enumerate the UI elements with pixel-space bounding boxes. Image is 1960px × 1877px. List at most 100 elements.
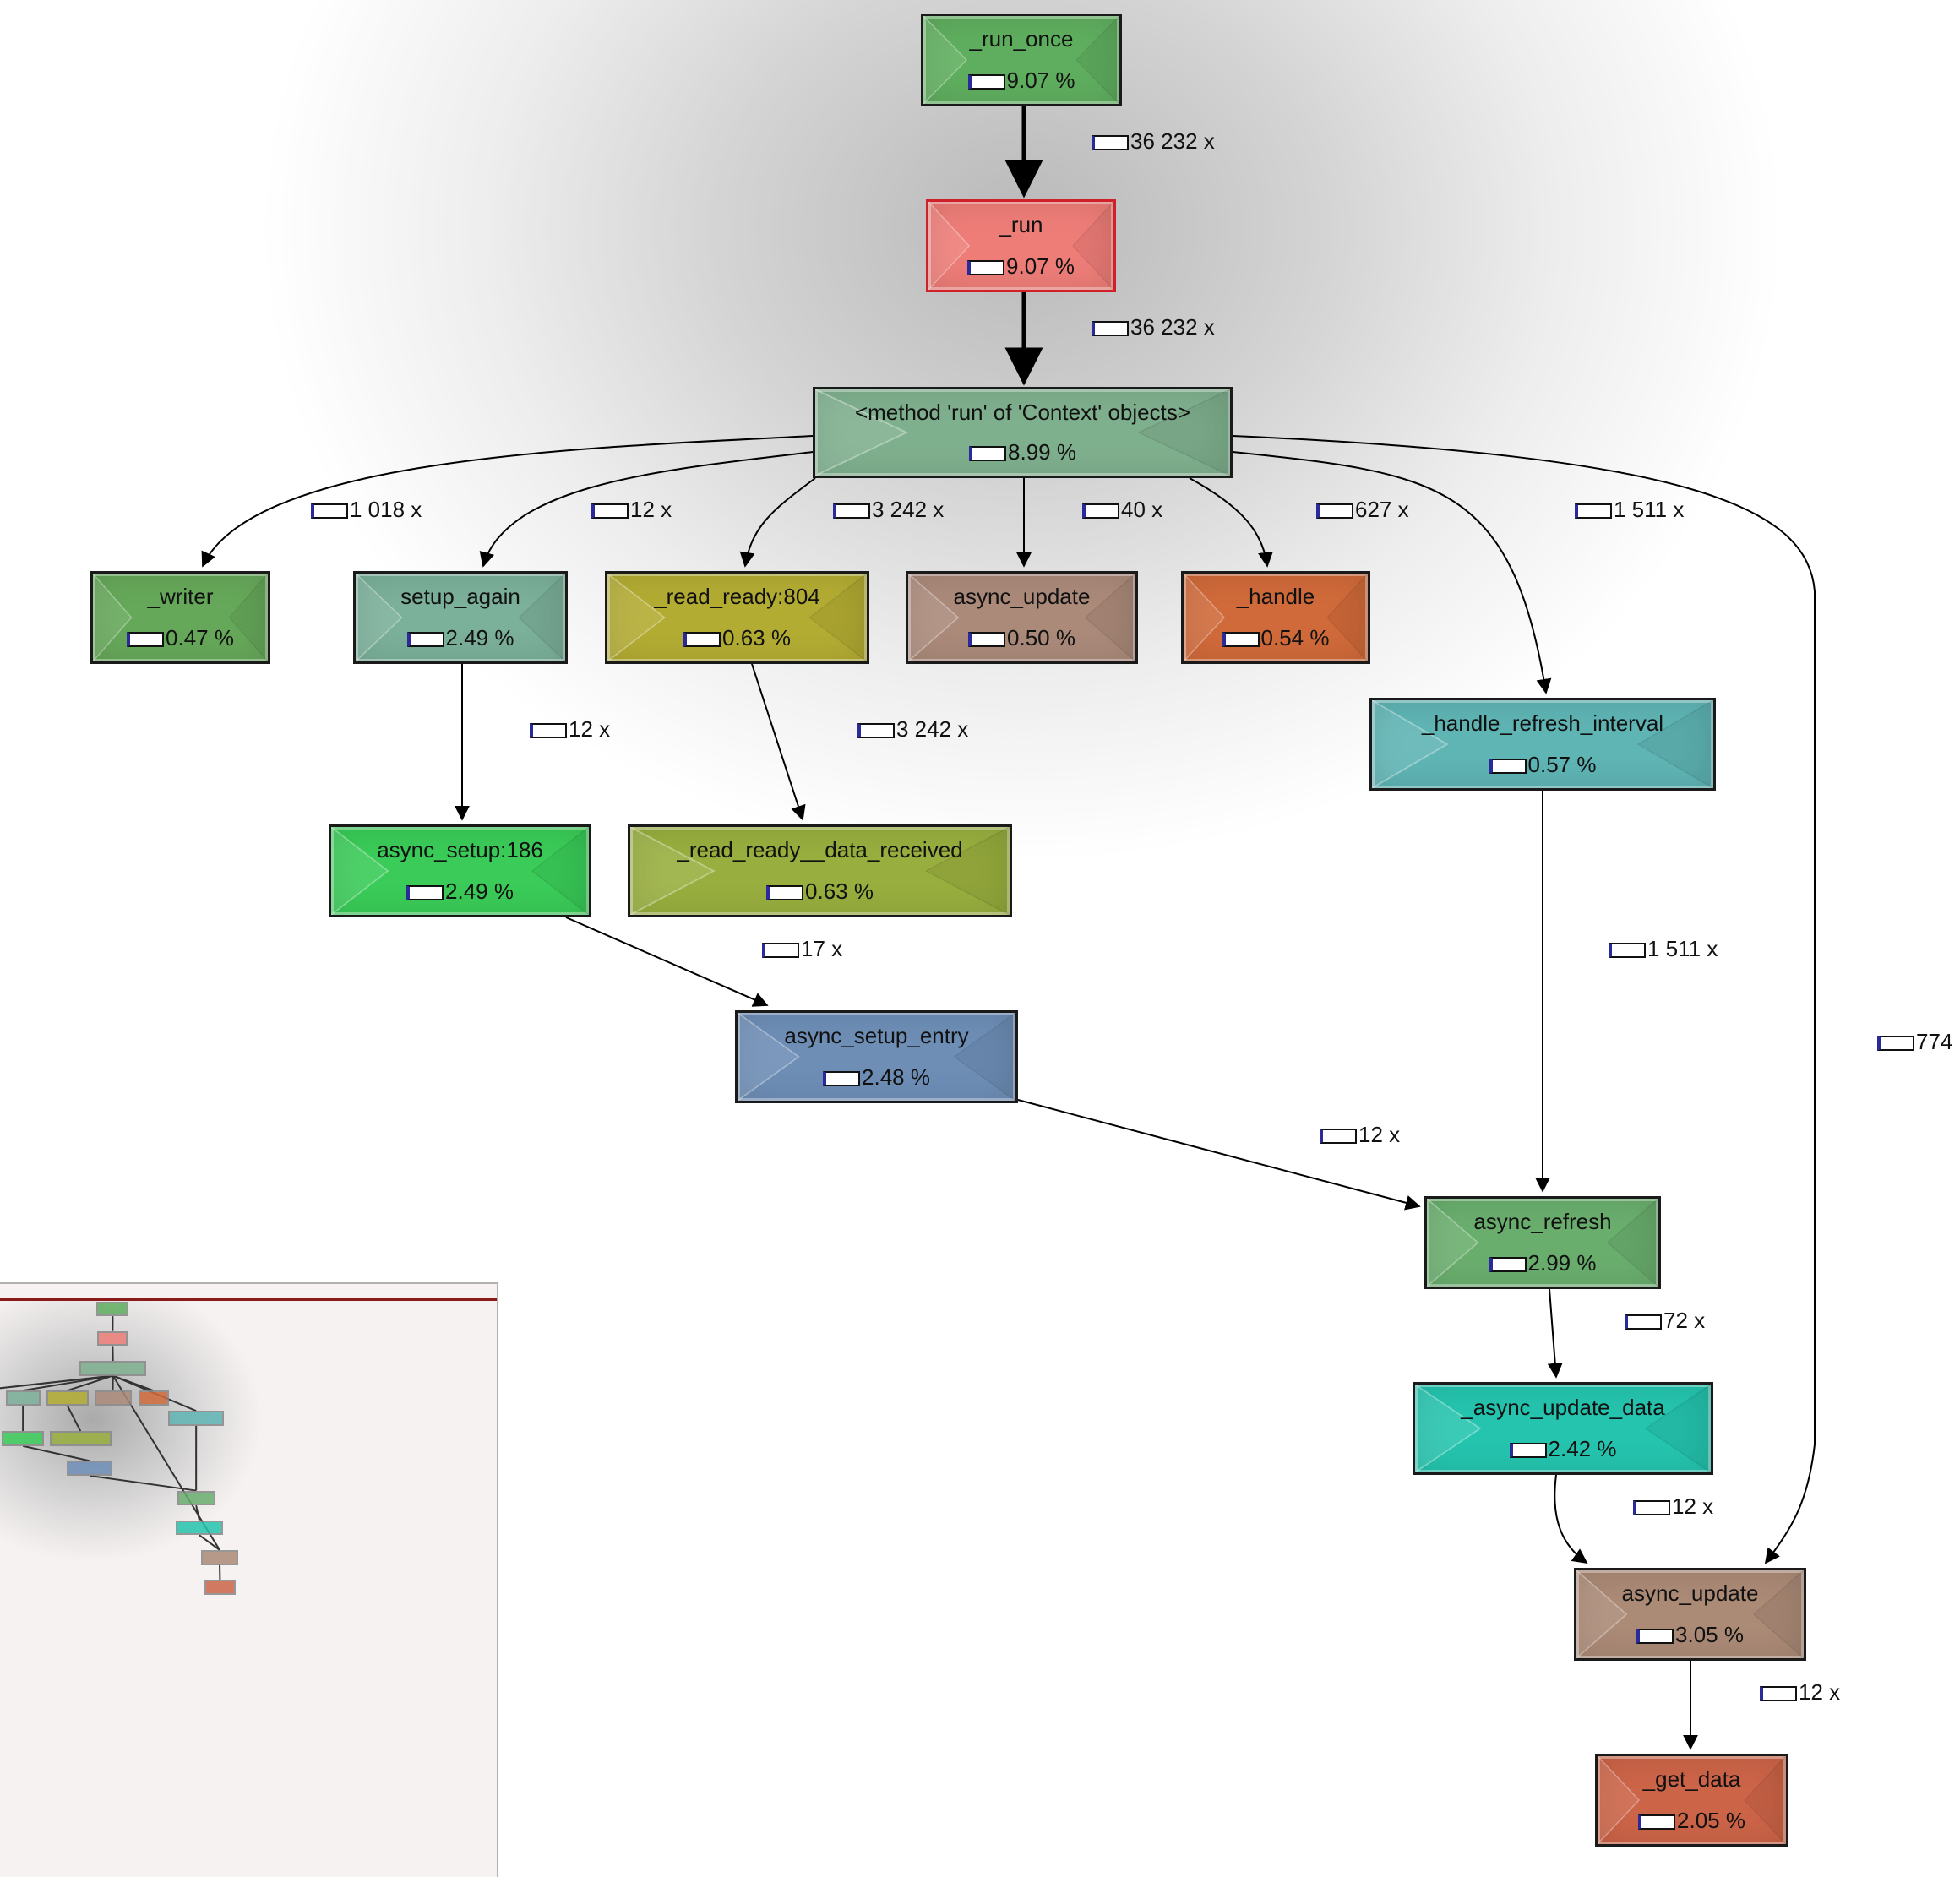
node-name: _handle — [1236, 584, 1315, 609]
edge-call-count: 12 x — [1760, 1679, 1840, 1706]
node-percent: 2.49 % — [331, 879, 589, 905]
node-async-setup-entry[interactable]: async_setup_entry 2.48 % — [735, 1010, 1018, 1103]
node-name: _writer — [147, 584, 214, 609]
node-setup-again[interactable]: setup_again 2.49 % — [353, 571, 568, 664]
minimap-node — [204, 1580, 236, 1595]
call-bar-icon — [762, 943, 799, 958]
edge-call-count: 3 242 x — [858, 716, 968, 743]
node-async-setup[interactable]: async_setup:186 2.49 % — [329, 824, 591, 917]
minimap-edges — [0, 1316, 221, 1580]
minimap-node — [97, 1330, 128, 1347]
node-writer[interactable]: _writer 0.47 % — [90, 571, 270, 664]
edge-call-count: 3 242 x — [833, 497, 944, 523]
edge-ctx-to-writer — [201, 435, 814, 568]
node-run[interactable]: _run 9.07 % — [926, 199, 1116, 292]
node-percent-value: 2.49 % — [445, 879, 514, 904]
minimap-edge — [67, 1374, 113, 1392]
node-name: <method 'run' of 'Context' objects> — [854, 400, 1191, 425]
minimap-node — [201, 1549, 239, 1565]
node-percent: 0.63 % — [607, 625, 867, 651]
node-chevron-shape — [1372, 700, 1713, 788]
node-percent: 2.05 % — [1598, 1808, 1786, 1834]
edge-call-count-value: 40 x — [1121, 497, 1163, 522]
node-name: async_update — [953, 584, 1091, 609]
minimap[interactable] — [0, 1282, 498, 1877]
minimap-edge — [89, 1474, 197, 1492]
node-chevron-shape — [928, 202, 1113, 290]
percent-bar-icon — [1638, 1814, 1676, 1830]
edge-call-count-value: 12 x — [630, 497, 672, 522]
percent-bar-icon — [1222, 632, 1260, 647]
edge-call-count-value: 12 x — [1672, 1493, 1714, 1519]
node-name: _run — [999, 212, 1043, 237]
edge-call-count-value: 72 x — [1663, 1308, 1706, 1333]
node-percent: 3.05 % — [1576, 1622, 1804, 1648]
edge-ctx-to-async-update-2 — [1232, 435, 1816, 1564]
edge-call-count: 774 — [1877, 1029, 1952, 1055]
node-chevron-shape — [1427, 1199, 1658, 1287]
node-chevron-shape — [607, 574, 867, 661]
node-percent: 2.49 % — [356, 625, 565, 651]
node-chevron-shape — [1184, 574, 1368, 661]
node-name: setup_again — [400, 584, 520, 609]
call-bar-icon — [1625, 1314, 1662, 1330]
node-percent-value: 2.48 % — [862, 1064, 930, 1090]
node-percent: 0.50 % — [908, 625, 1135, 651]
edge-ctx-to-setup-again — [479, 451, 814, 568]
edge-call-count-value: 12 x — [569, 716, 611, 742]
node-percent-value: 9.07 % — [1006, 253, 1075, 279]
node-handle[interactable]: _handle 0.54 % — [1181, 571, 1370, 664]
call-bar-icon — [1320, 1129, 1357, 1144]
minimap-edge — [199, 1534, 220, 1551]
node-name: async_setup_entry — [784, 1023, 969, 1048]
edge-async-setup-to-async-setup-entry — [565, 917, 769, 1007]
edge-call-count: 17 x — [762, 936, 842, 962]
node-name: async_refresh — [1473, 1209, 1612, 1234]
node-percent-value: 0.63 % — [722, 625, 791, 650]
edge-call-count: 12 x — [1320, 1122, 1400, 1148]
node-percent-value: 8.99 % — [1008, 439, 1076, 465]
minimap-node — [94, 1390, 132, 1406]
node-percent: 2.48 % — [738, 1064, 1015, 1091]
minimap-node — [138, 1390, 169, 1406]
call-bar-icon — [1092, 135, 1129, 150]
call-bar-icon — [1609, 943, 1646, 958]
edge-call-count: 1 018 x — [311, 497, 422, 523]
edge-call-count-value: 3 242 x — [896, 716, 969, 742]
call-bar-icon — [1877, 1036, 1914, 1051]
node-percent-value: 0.47 % — [166, 625, 234, 650]
node-percent-value: 0.57 % — [1527, 752, 1597, 777]
node-percent-value: 0.54 % — [1260, 625, 1330, 650]
edge-call-count: 627 x — [1316, 497, 1409, 523]
call-bar-icon — [1092, 321, 1129, 336]
percent-bar-icon — [683, 632, 721, 647]
call-bar-icon — [1633, 1500, 1670, 1515]
node-percent: 0.54 % — [1184, 625, 1368, 651]
node-percent-value: 0.50 % — [1007, 625, 1075, 650]
call-bar-icon — [1082, 503, 1119, 519]
node-name: _async_update_data — [1461, 1395, 1665, 1420]
node-ctx[interactable]: <method 'run' of 'Context' objects> 8.99 … — [813, 387, 1233, 478]
node-chevron-shape — [1415, 1385, 1711, 1472]
node-percent: 2.42 % — [1415, 1436, 1711, 1462]
percent-bar-icon — [1509, 1443, 1547, 1458]
percent-bar-icon — [766, 885, 804, 900]
minimap-node — [79, 1361, 147, 1376]
node-chevron-shape — [93, 574, 268, 661]
node-name: async_setup:186 — [377, 837, 543, 862]
edge-call-count-value: 1 511 x — [1614, 497, 1685, 522]
node-async-update-data[interactable]: _async_update_data 2.42 % — [1413, 1382, 1713, 1475]
minimap-node — [168, 1411, 224, 1426]
minimap-edge — [22, 1444, 90, 1462]
node-async-update-1[interactable]: async_update 0.50 % — [906, 571, 1138, 664]
minimap-viewport-border — [0, 1298, 497, 1301]
percent-bar-icon — [967, 260, 1005, 275]
